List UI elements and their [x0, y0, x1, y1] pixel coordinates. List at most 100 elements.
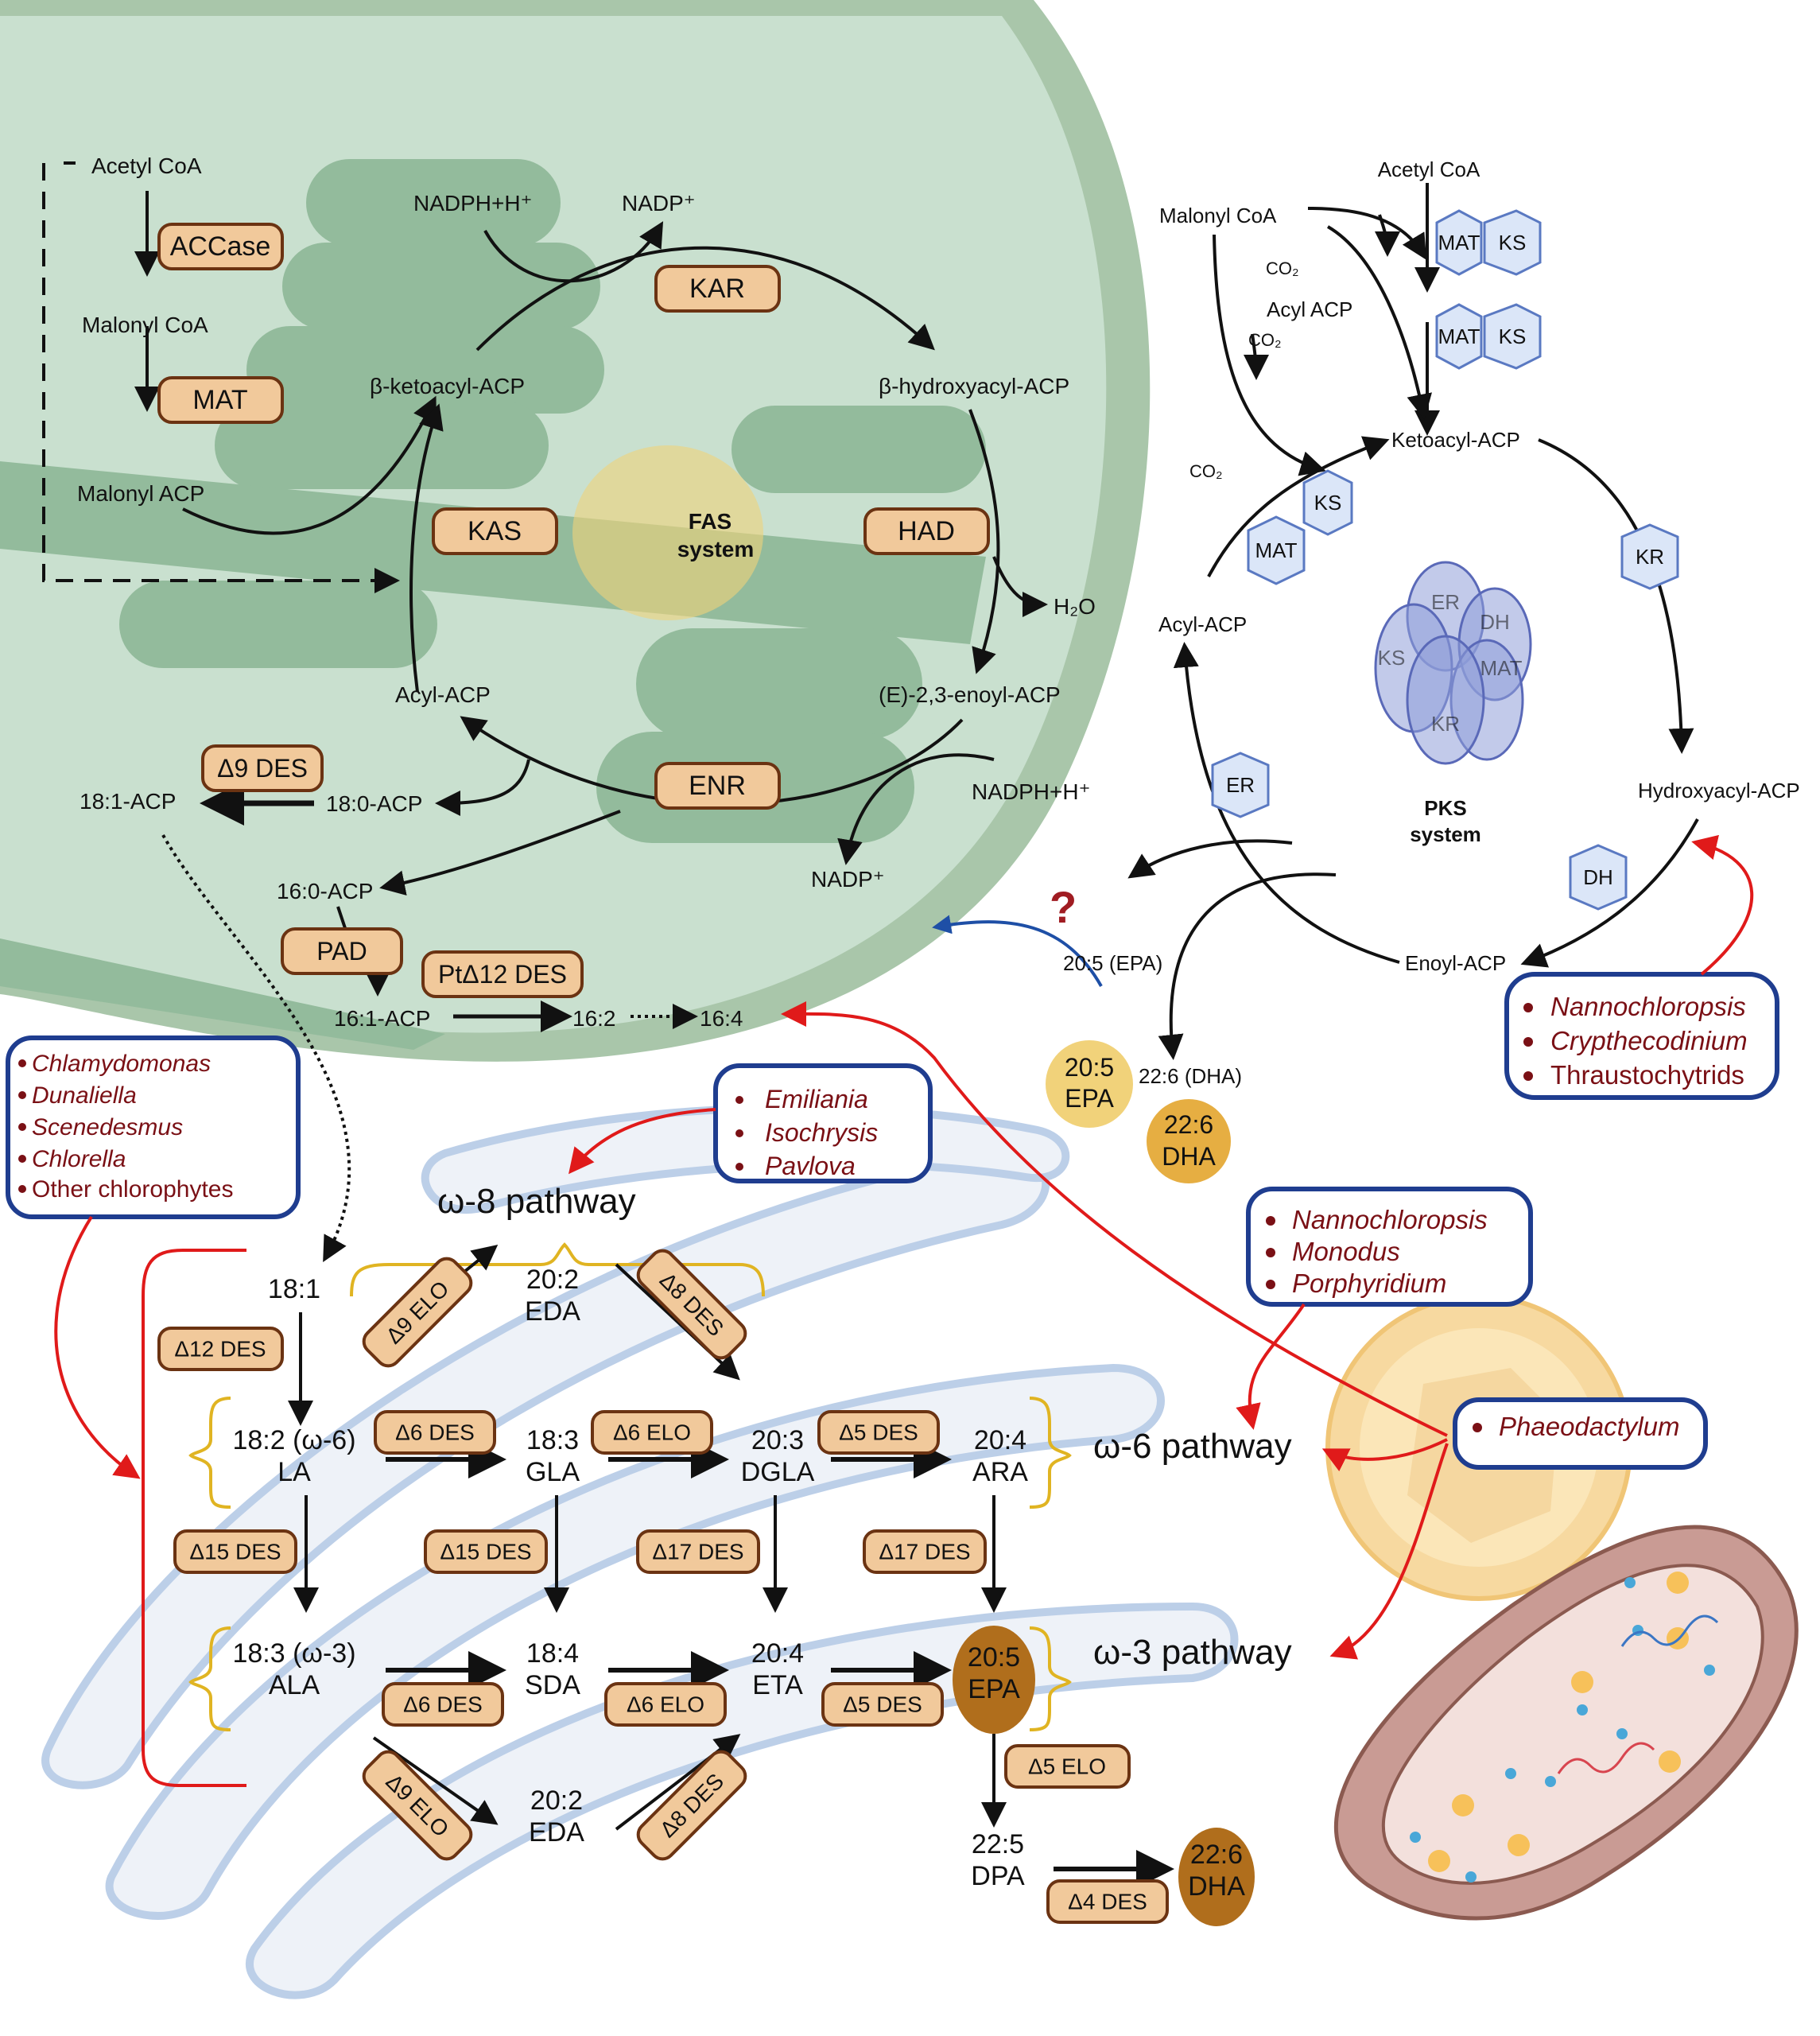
svg-text:ER: ER — [1431, 590, 1460, 614]
fas-18-0-acp: 18:0-ACP — [326, 791, 422, 816]
hex-er: ER — [1211, 752, 1270, 818]
svg-text:KR: KR — [1431, 712, 1460, 736]
hex-kr: KR — [1620, 523, 1679, 590]
fas-18-1-acp: 18:1-ACP — [80, 789, 176, 814]
svg-text:Thraustochytrids: Thraustochytrids — [1550, 1060, 1744, 1090]
svg-text:MAT: MAT — [192, 385, 247, 415]
hex-ks-1: KS — [1483, 209, 1542, 276]
svg-text:Δ4 DES: Δ4 DES — [1068, 1890, 1147, 1914]
pks-arrows — [932, 183, 1699, 1060]
svg-text:Δ6 DES: Δ6 DES — [395, 1420, 475, 1445]
product-dha-bottom: 22:6 DHA — [1178, 1828, 1255, 1926]
species-box-pks: Nannochloropsis Crypthecodinium Thrausto… — [1504, 972, 1779, 1100]
hex-ks-2: KS — [1483, 303, 1542, 370]
fas-nadp-top: NADP⁺ — [622, 191, 696, 216]
svg-text:Emiliania: Emiliania — [765, 1085, 868, 1113]
fas-labels: Acetyl CoA Malonyl CoA Malonyl ACP β-ket… — [77, 153, 1096, 1031]
svg-text:Nannochloropsis: Nannochloropsis — [1550, 992, 1746, 1021]
pks-domains: MAT KS MAT KS KS MAT KR ER DH — [1211, 209, 1679, 911]
hex-mat-2: MAT — [1435, 303, 1483, 370]
svg-text:Δ17 DES: Δ17 DES — [652, 1540, 743, 1564]
svg-text:Phaeodactylum: Phaeodactylum — [1499, 1412, 1679, 1441]
enzyme-d4des: Δ4 DES — [1046, 1879, 1169, 1924]
svg-text:KS: KS — [1378, 646, 1406, 670]
pks-co2-1: CO₂ — [1266, 258, 1299, 278]
svg-text:Δ9 DES: Δ9 DES — [217, 754, 308, 783]
enzyme-d6des-top: Δ6 DES — [374, 1410, 496, 1455]
species-box-haptophytes: Emiliania Isochrysis Pavlova — [713, 1063, 933, 1183]
pks-hydroxyacyl-acp: Hydroxyacyl-ACP — [1638, 779, 1800, 802]
enzyme-d5des-top: Δ5 DES — [817, 1410, 940, 1455]
svg-text:Δ6 ELO: Δ6 ELO — [613, 1420, 691, 1445]
omega-3-pathway-label: ω-3 pathway — [1093, 1633, 1292, 1672]
svg-text:EPA: EPA — [1065, 1084, 1114, 1113]
svg-text:Chlamydomonas: Chlamydomonas — [32, 1051, 211, 1077]
svg-text:PtΔ12 DES: PtΔ12 DES — [438, 960, 567, 989]
svg-text:MAT: MAT — [1438, 324, 1480, 348]
enzyme-d5des-bottom: Δ5 DES — [821, 1682, 944, 1727]
fas-system-subtitle: system — [677, 537, 755, 561]
svg-text:ACCase: ACCase — [170, 231, 271, 262]
enzyme-d15des-a: Δ15 DES — [173, 1529, 297, 1574]
svg-text:KAR: KAR — [689, 274, 745, 304]
svg-text:KS: KS — [1499, 231, 1527, 254]
svg-text:20:2: 20:2 — [526, 1265, 579, 1295]
svg-text:Δ12 DES: Δ12 DES — [174, 1337, 266, 1362]
svg-text:ARA: ARA — [972, 1457, 1028, 1487]
fas-16-4: 16:4 — [700, 1006, 743, 1031]
species-box-chlorophytes: Chlamydomonas Dunaliella Scenedesmus Chl… — [6, 1035, 301, 1219]
svg-text:20:3: 20:3 — [751, 1425, 804, 1455]
svg-text:18:4: 18:4 — [526, 1638, 579, 1669]
enzyme-d9des: Δ9 DES — [201, 744, 324, 792]
svg-text:20:2: 20:2 — [530, 1785, 583, 1816]
enzyme-d17des-b: Δ17 DES — [863, 1529, 987, 1574]
svg-text:MAT: MAT — [1255, 538, 1298, 562]
er-enzymes: Δ12 DES Δ9 ELO Δ8 DES Δ6 DES Δ6 ELO Δ5 D… — [157, 1249, 1169, 1924]
pks-enoyl-acp: Enoyl-ACP — [1405, 951, 1506, 975]
svg-text:Δ15 DES: Δ15 DES — [189, 1540, 281, 1564]
fas-enoyl-acp: (E)-2,3-enoyl-ACP — [879, 682, 1061, 707]
fatty-acid-nodes: 18:1 20:2 EDA 18:2 (ω-6) LA 18:3 GLA 20:… — [232, 1265, 1028, 1891]
svg-text:Scenedesmus: Scenedesmus — [32, 1114, 183, 1140]
svg-text:DHA: DHA — [1162, 1142, 1216, 1171]
enzyme-mat: MAT — [157, 376, 284, 424]
fas-nadp-bottom: NADP⁺ — [811, 867, 885, 892]
enzyme-kar: KAR — [654, 265, 781, 313]
fas-nadph-bottom: NADPH+H⁺ — [972, 779, 1090, 804]
svg-text:22:6: 22:6 — [1164, 1110, 1213, 1139]
product-epa-bottom: 20:5 EPA — [953, 1626, 1035, 1734]
enzyme-d8des-top: Δ8 DES — [636, 1249, 747, 1360]
chloroplast — [0, 0, 1151, 1062]
svg-text:Δ17 DES: Δ17 DES — [879, 1540, 970, 1564]
svg-text:LA: LA — [277, 1457, 311, 1487]
svg-text:Isochrysis: Isochrysis — [765, 1118, 878, 1147]
enzyme-d6elo-bottom: Δ6 ELO — [604, 1682, 727, 1727]
svg-text:Crypthecodinium: Crypthecodinium — [1550, 1026, 1748, 1055]
svg-text:MAT: MAT — [1480, 656, 1523, 680]
svg-text:EDA: EDA — [529, 1817, 584, 1848]
hex-dh: DH — [1569, 844, 1628, 911]
svg-text:EDA: EDA — [525, 1296, 580, 1327]
enzyme-pt-d12des: PtΔ12 DES — [421, 950, 584, 998]
svg-text:18:3 (ω-3): 18:3 (ω-3) — [232, 1638, 355, 1669]
fas-acyl-acp: Acyl-ACP — [395, 682, 491, 707]
svg-text:Dunaliella: Dunaliella — [32, 1082, 137, 1109]
svg-text:20:4: 20:4 — [751, 1638, 804, 1669]
svg-text:ENR: ENR — [689, 771, 746, 801]
species-box-w6: Nannochloropsis Monodus Porphyridium — [1246, 1187, 1533, 1307]
pks-complex: ER DH KS MAT KR — [1374, 561, 1532, 765]
pks-ketoacyl-acp: Ketoacyl-ACP — [1391, 428, 1520, 452]
enzyme-d6elo-top: Δ6 ELO — [591, 1410, 713, 1455]
svg-text:GLA: GLA — [526, 1457, 580, 1487]
fas-arrows — [42, 161, 1048, 1263]
enzyme-d9elo-top: Δ9 ELO — [362, 1257, 473, 1368]
unknown-transport-question-mark: ? — [1050, 882, 1077, 932]
red-connectors — [54, 834, 1754, 1787]
enzyme-kas: KAS — [432, 507, 558, 555]
hex-mat-1: MAT — [1435, 209, 1483, 276]
svg-text:Δ15 DES: Δ15 DES — [440, 1540, 531, 1564]
svg-text:18:3: 18:3 — [526, 1425, 579, 1455]
species-box-diatom: Phaeodactylum — [1453, 1397, 1708, 1470]
svg-text:Chlorella: Chlorella — [32, 1146, 126, 1172]
enzyme-d6des-bottom: Δ6 DES — [382, 1682, 504, 1727]
